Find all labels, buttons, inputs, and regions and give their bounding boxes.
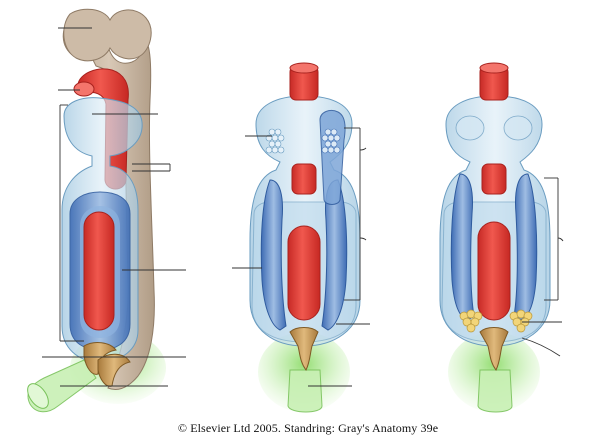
panel-1-leaders <box>42 27 186 387</box>
stalk <box>479 327 509 371</box>
foregut <box>477 369 513 413</box>
cluster-right <box>321 128 341 154</box>
aortic-opening <box>479 62 509 74</box>
mesoderm-right <box>321 179 348 331</box>
panel-2-leaders <box>232 127 370 387</box>
brain-fold <box>63 8 152 62</box>
heart-lumen <box>287 225 321 321</box>
heart-lumen <box>83 211 115 331</box>
cavity-lobe-right <box>503 115 533 141</box>
panel-ventral-view-early <box>232 62 370 413</box>
mesoderm-right <box>513 173 538 321</box>
panel-lateral-view <box>27 8 186 413</box>
aortic-opening <box>289 62 319 74</box>
nodules-left <box>459 309 483 333</box>
copyright-caption: © Elsevier Ltd 2005. Standring: Gray's A… <box>177 421 439 435</box>
foregut <box>287 369 323 413</box>
panel-ventral-view-late <box>439 62 564 413</box>
outflow-tract <box>291 163 317 195</box>
stalk <box>289 327 319 371</box>
mesoderm-left <box>450 173 475 321</box>
arch-opening <box>73 81 95 97</box>
heart-lumen <box>477 221 511 321</box>
stalk-2 <box>97 353 131 387</box>
cavity-lobe-left <box>455 115 485 141</box>
mesoderm-left <box>260 179 287 331</box>
outflow-tract <box>481 163 507 195</box>
cluster-left <box>265 128 285 154</box>
foregut-opening <box>27 383 49 409</box>
panel-3-leaders <box>521 177 564 357</box>
nodules-right <box>509 309 533 333</box>
